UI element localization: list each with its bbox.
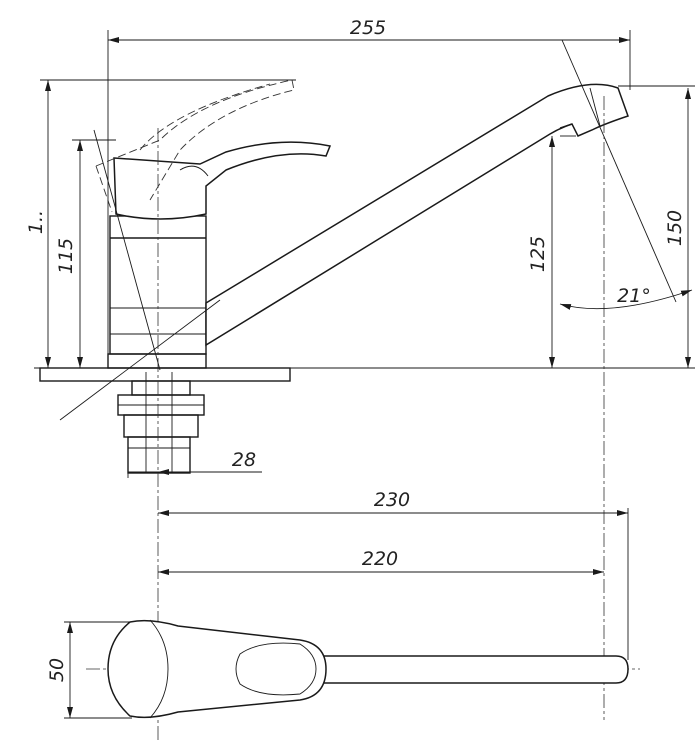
mounting-shank <box>117 372 205 474</box>
top-view: 50 <box>46 619 640 719</box>
dim-150-label: 150 <box>664 210 686 246</box>
dim-partial-label: 1.. <box>25 210 47 234</box>
dim-28-label: 28 <box>232 449 256 471</box>
plan-dimensions: 230 220 <box>158 489 629 660</box>
countertop-plate <box>39 367 291 382</box>
dim-50-label: 50 <box>46 658 68 682</box>
spout-tilt-line <box>561 39 677 303</box>
lever-raised-outline <box>95 79 295 213</box>
angle-21-arc <box>559 289 693 310</box>
dim-230-label: 230 <box>374 489 410 511</box>
dim-220-label: 220 <box>362 548 398 570</box>
lever-handle <box>113 141 332 220</box>
top-spout <box>319 655 629 684</box>
base-flange <box>107 353 207 369</box>
angle-21-label: 21° <box>617 285 651 307</box>
tilt-line <box>59 299 221 421</box>
dim-125-label: 125 <box>527 236 549 272</box>
spout <box>205 83 629 347</box>
side-view: 255 150 125 115 1.. 21° 28 <box>25 17 695 740</box>
dim-255-label: 255 <box>350 17 386 39</box>
top-lever <box>107 619 327 719</box>
dim-115-label: 115 <box>55 238 77 274</box>
